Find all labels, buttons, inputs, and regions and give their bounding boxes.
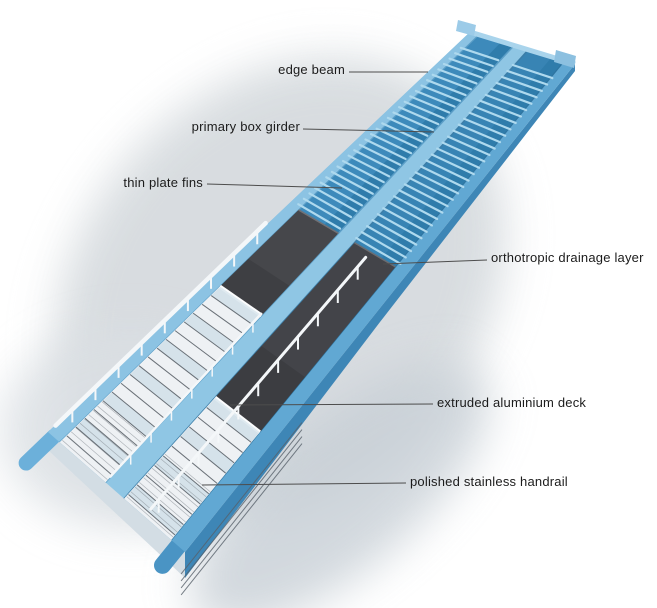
drainage-panels bbox=[215, 209, 396, 433]
label-orthotropic-drainage-layer: orthotropic drainage layer bbox=[491, 250, 644, 265]
handrails bbox=[53, 220, 368, 596]
leader-line-extruded-aluminium-deck bbox=[229, 403, 434, 406]
label-extruded-aluminium-deck: extruded aluminium deck bbox=[437, 395, 587, 410]
label-thin-plate-fins: thin plate fins bbox=[123, 175, 203, 190]
far-end-cap bbox=[456, 20, 576, 68]
label-polished-stainless-handrail: polished stainless handrail bbox=[410, 474, 568, 489]
leader-line-orthotropic-drainage-layer bbox=[382, 259, 488, 265]
leader-line-polished-stainless-handrail bbox=[201, 482, 407, 486]
leader-lines bbox=[201, 71, 488, 486]
leader-line-thin-plate-fins bbox=[206, 183, 343, 189]
label-primary-box-girder: primary box girder bbox=[191, 119, 300, 134]
label-edge-beam: edge beam bbox=[278, 62, 345, 77]
leader-line-primary-box-girder bbox=[302, 128, 435, 133]
thin-plate-fins bbox=[297, 46, 554, 265]
